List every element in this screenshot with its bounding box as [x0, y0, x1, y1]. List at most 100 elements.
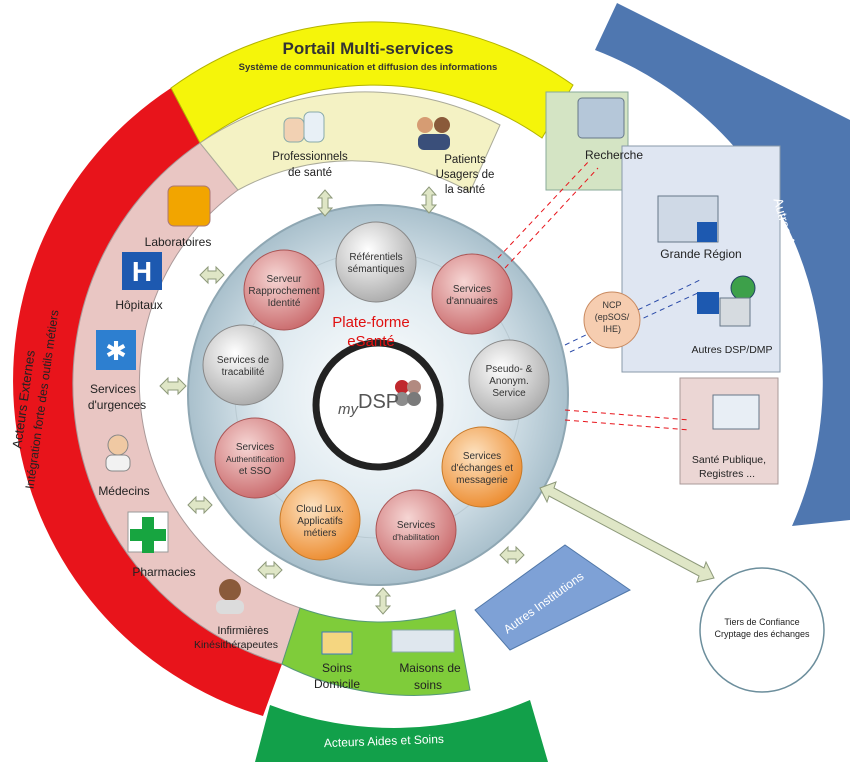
tiers-confiance-circle	[699, 567, 825, 693]
yellow-top-segment	[199, 91, 501, 193]
infirmieres-line1: Infirmières	[217, 625, 269, 637]
patients-icon-2	[434, 117, 450, 133]
service-circle	[214, 417, 296, 499]
grande-region-label: Grande Région	[660, 247, 741, 261]
service-label-line: métiers	[304, 528, 337, 539]
mydsp-dot-2	[407, 380, 421, 394]
service-label-line: Anonym.	[489, 376, 528, 387]
arrow-top-left	[316, 189, 334, 217]
service-label-line: Services de	[217, 355, 270, 366]
institutions-band	[474, 544, 631, 651]
service-label-line: Services	[397, 520, 435, 531]
pharmacy-cross-shape	[130, 517, 166, 553]
urgences-line2: d'urgences	[88, 398, 146, 412]
service-circle	[335, 221, 417, 303]
soins-domicile-line2: Domicile	[314, 677, 360, 691]
nurse-icon-body	[216, 600, 244, 614]
dashed-link-recherche-1	[497, 159, 591, 259]
actor-laboratoires: Laboratoires	[145, 185, 211, 249]
actor-pharmacies: Pharmacies	[127, 511, 196, 579]
service-label-line: Rapprochement	[248, 286, 319, 297]
portal-subtitle: Système de communication et diffusion de…	[239, 62, 498, 73]
hospital-icon-letter: H	[132, 256, 152, 287]
infirmieres-line2: Kinésithérapeutes	[194, 639, 278, 651]
service-label-line: Serveur	[266, 274, 302, 285]
arrow-left-2	[159, 376, 187, 396]
service-circle	[202, 324, 284, 406]
tiers-line2: Cryptage des échanges	[714, 629, 810, 639]
autres-dsp-label: Autres DSP/DMP	[691, 344, 772, 356]
tiers-line1: Tiers de Confiance	[724, 617, 799, 627]
service-circle	[375, 489, 457, 571]
professionnels-line1: Professionnels	[272, 151, 348, 163]
autres-dsp-xray-icon	[719, 297, 751, 327]
maisons-line2: soins	[414, 678, 442, 692]
actor-infirmieres: Infirmières Kinésithérapeutes	[194, 579, 278, 651]
ncp-line2: (epSOS/	[595, 312, 630, 322]
service-label-line: Applicatifs	[297, 516, 343, 527]
dashed-link-recherche-2	[504, 167, 599, 269]
regions-box	[621, 145, 781, 373]
professionnels-line2: de santé	[288, 167, 332, 179]
service-bubble: Pseudo- &Anonym.Service	[468, 339, 550, 421]
arrow-bottom-left	[257, 560, 283, 580]
ncp-line3: IHE)	[603, 324, 621, 334]
actor-professionnels: Professionnels de santé	[272, 111, 348, 179]
service-label-line: Services	[236, 442, 274, 453]
service-label-line: Service	[492, 388, 526, 399]
service-label-line: Services	[453, 284, 491, 295]
hospital-icon	[122, 252, 162, 290]
patients-line3: la santé	[445, 184, 485, 196]
patients-icon	[417, 117, 433, 133]
blue-outer-band	[595, 3, 850, 526]
service-label-line: Authentification	[226, 454, 284, 464]
medecins-label: Médecins	[98, 484, 149, 498]
service-label-line: messagerie	[456, 475, 508, 486]
service-label-line: Identité	[268, 298, 301, 309]
doctor-icon-coat	[105, 454, 131, 472]
dashed-link-sante-1	[564, 419, 691, 431]
actor-patients: Patients Usagers de la santé	[417, 117, 494, 196]
red-outer-band	[13, 88, 283, 716]
hopitaux-label: Hôpitaux	[115, 298, 162, 312]
mydsp-logo-ring	[312, 339, 444, 471]
mydsp-dot-3	[395, 392, 409, 406]
service-label-line: Cloud Lux.	[296, 504, 344, 515]
actor-hopitaux: H Hôpitaux	[115, 252, 163, 312]
dashed-link-ncp-2	[569, 291, 701, 353]
service-circle	[279, 479, 361, 561]
grande-region-hospital-icon	[697, 222, 717, 242]
patients-icon-body	[418, 134, 450, 150]
green-bottom-band	[255, 700, 548, 762]
service-circle	[431, 253, 513, 335]
service-label-line: Services	[463, 451, 501, 462]
arrow-left-3	[187, 495, 213, 515]
laboratory-icon	[167, 185, 211, 227]
microscope-icon	[577, 97, 625, 139]
actor-medecins: Médecins	[98, 434, 150, 498]
arrow-to-tiers	[539, 481, 715, 583]
actor-maisons-soins: Maisons de soins	[391, 629, 461, 692]
ncp-line1: NCP	[602, 300, 621, 310]
mydsp-dot-1	[395, 380, 409, 394]
pharmacies-label: Pharmacies	[132, 565, 195, 579]
arrow-bottom-right	[499, 545, 525, 565]
home-care-icon	[321, 631, 353, 655]
mydsp-logo-dsp: DSP	[358, 391, 399, 413]
platform-title-line2: eSanté	[347, 333, 395, 350]
service-label-line: sémantiques	[348, 264, 405, 275]
bottom-band-label: Acteurs Aides et Soins	[324, 732, 444, 750]
arrow-left-1	[199, 265, 225, 285]
nurse-icon	[219, 579, 241, 601]
emergency-icon	[96, 330, 136, 370]
sante-publique-line1: Santé Publique,	[692, 454, 766, 466]
patients-line1: Patients	[444, 154, 486, 166]
platform-title-line1: Plate-forme	[332, 314, 410, 331]
doctor-icon	[107, 434, 129, 456]
sante-publique-screen-icon	[712, 394, 760, 430]
